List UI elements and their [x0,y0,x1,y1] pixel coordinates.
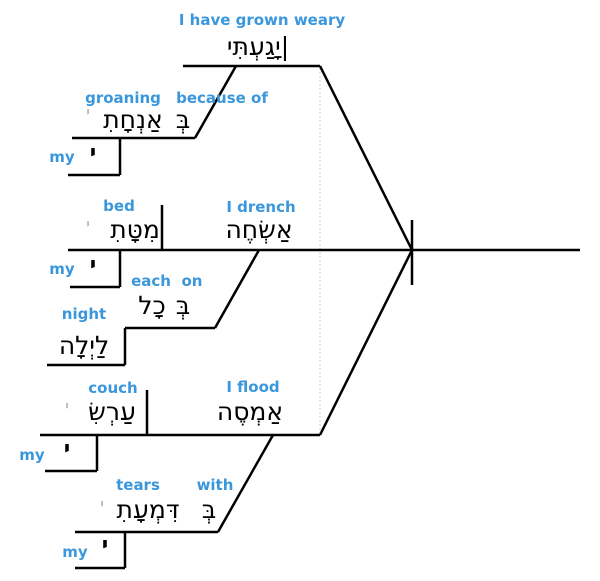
clause1-modifier: י [90,141,96,166]
clause2-prep-object-gloss: each [131,272,171,290]
clause2-prep: בְּ [176,291,190,320]
conjunction-upper [318,65,414,251]
clause1-prep-slant [193,65,238,139]
clause2-suffix: י [86,215,90,234]
clause3-verb: אַמְסֶה [217,397,283,426]
clause2-modifier-gloss: my [49,260,75,278]
clause1-modifier-gloss: my [49,148,75,166]
clause3-prep-object-gloss: tears [116,476,160,494]
clause3-modifier-gloss: my [19,446,45,464]
clause3-object-gloss: couch [88,379,137,397]
clause2-prep-object: כָל [138,291,165,320]
clause3-verb-gloss: I flood [226,378,279,396]
clause1-verb-gloss: I have grown weary [179,11,346,29]
clause2-verb: אַשְׂחֶה [225,215,292,244]
clause2-prep-slant [213,249,261,329]
clause2-modifier: י [90,253,96,278]
conjunction-lower [318,249,414,436]
clause2-nested-gloss: night [62,305,106,323]
clause2-prep-gloss: on [182,272,203,290]
clause1-prep: בְּ [176,105,190,134]
clause3-prep: בְּ [202,495,216,524]
clause3-modifier: י [64,437,70,462]
clause2-object: מִטָּתִ [110,215,160,244]
clause3-prep-modifier-gloss: my [62,543,88,561]
clause2-nested: לַיְלָה [59,331,109,360]
clause3-prep-modifier: י [102,533,108,558]
clause1-object: אַנְחָתִ [103,105,163,134]
clause2-object-gloss: bed [103,197,135,215]
clause1-suffix: י [86,103,90,122]
clause3-prep-object: דִּמְעָתִ [117,495,180,524]
clause1-verb: יָגַעְתִּי| [227,32,289,61]
clause3-suffix: י [65,397,69,416]
clause3-prep-slant [216,434,275,533]
clause1-prep-gloss: because of [176,89,268,107]
clause1-object-gloss: groaning [85,89,161,107]
clause3-prep-suffix: י [100,495,104,514]
clause3-prep-gloss: with [197,476,234,494]
clause2-verb-gloss: I drench [226,198,295,216]
clause3-object: עַרְשִׂ [88,397,136,426]
